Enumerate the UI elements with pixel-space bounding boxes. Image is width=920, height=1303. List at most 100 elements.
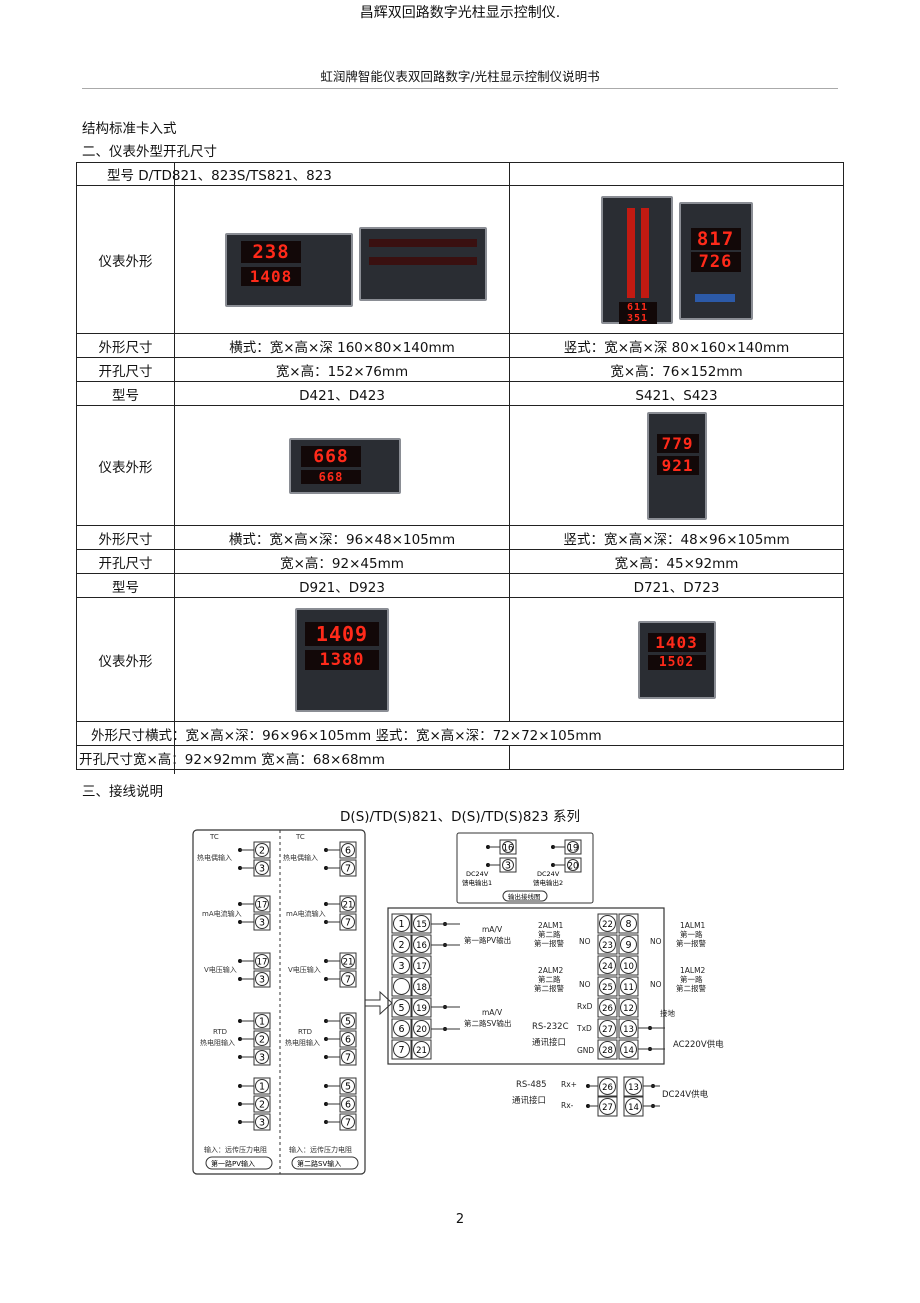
tc-pv-label-2: 热电偶输入	[197, 853, 232, 862]
meter-photo-80x160: 817 726	[678, 201, 753, 320]
rtd-sv-label-2: 热电阻输入	[285, 1038, 320, 1047]
rx-minus-label: Rx-	[561, 1101, 574, 1110]
svg-text:21: 21	[416, 1046, 427, 1056]
outer-size-vertical: 竖式：宽×高×深 80×160×140mm	[509, 333, 845, 358]
feed-output-box	[456, 832, 594, 904]
terminal-11: 11	[618, 976, 639, 997]
meter-display-lower: 921	[656, 455, 699, 475]
rx-plus-label: Rx+	[561, 1080, 577, 1089]
meter-display-lower: 668	[301, 469, 361, 484]
terminal-7: 7	[391, 1039, 412, 1060]
remote-sv-label: 输入：远传压力电阻	[289, 1145, 352, 1154]
alm2-right-a: 1ALM2	[680, 966, 706, 975]
manual-subtitle: 虹润牌智能仪表双回路数字/光柱显示控制仪说明书	[320, 69, 600, 84]
svg-text:2: 2	[259, 846, 265, 857]
svg-text:1: 1	[259, 1017, 265, 1028]
svg-text:11: 11	[623, 983, 634, 993]
svg-text:20: 20	[568, 862, 579, 872]
svg-text:19: 19	[568, 844, 579, 854]
pv-input-footer: 第一路PV输入	[211, 1159, 255, 1168]
svg-text:13: 13	[623, 1025, 634, 1035]
terminal-3: 3	[253, 970, 271, 988]
meter-photo-96x96: 1409 1380	[295, 607, 389, 712]
rtd-pv-label-2: 热电阻输入	[200, 1038, 235, 1047]
meter-display-lower: 1408	[241, 266, 301, 286]
terminal-3: 3	[253, 1048, 271, 1066]
svg-text:21: 21	[343, 901, 354, 911]
svg-text:26: 26	[602, 1004, 613, 1014]
terminal-7: 7	[339, 913, 357, 931]
appearance-label: 仪表外形	[76, 405, 175, 526]
wiring-series-title: D(S)/TD(S)821、D(S)/TD(S)823 系列	[340, 809, 580, 825]
terminal-9: 9	[618, 934, 639, 955]
svg-text:3: 3	[259, 918, 265, 929]
terminal-6: 6	[339, 1030, 357, 1048]
terminal-16: 16	[411, 934, 432, 955]
cutout-size-horizontal: 宽×高：92×45mm	[173, 549, 511, 574]
ma-pv-label: mA电流输入	[202, 909, 242, 918]
alm1-left-c: 第一报警	[534, 938, 564, 948]
terminal-21: 21	[411, 1039, 432, 1060]
terminal-23: 23	[597, 934, 618, 955]
svg-text:6: 6	[345, 1100, 351, 1111]
alm2-right-c: 第二报警	[676, 983, 706, 993]
meter-display-upper: 779	[656, 433, 699, 453]
gnd-label: GND	[577, 1046, 594, 1055]
appearance-cell-horizontal-2: 668 668	[173, 405, 511, 526]
svg-text:2: 2	[398, 940, 404, 951]
comm-port-label: 通讯接口	[532, 1037, 566, 1048]
alm2-right-b: 第一路	[680, 974, 703, 984]
alm1-left-b: 第二路	[538, 929, 561, 939]
dimensions-heading: 二、仪表外型开孔尺寸	[82, 144, 217, 160]
meter-display-lower: 1380	[305, 649, 379, 670]
model-vertical: S421、S423	[509, 381, 845, 406]
terminal-2: 2	[391, 934, 412, 955]
terminal-7: 7	[339, 1048, 357, 1066]
svg-text:3: 3	[505, 861, 511, 872]
no-contact-1: NO	[579, 937, 591, 946]
remote-pv-label: 输入：远传压力电阻	[204, 1145, 267, 1154]
svg-text:10: 10	[623, 962, 634, 972]
terminal-12: 12	[618, 997, 639, 1018]
svg-text:3: 3	[259, 1118, 265, 1129]
meter-photo-160x80: 238 1408	[225, 232, 353, 307]
meter-photo-bargraph-vertical: 611 351	[600, 195, 673, 324]
meter-display-lower: 1502	[647, 654, 706, 670]
terminal-20: 20	[411, 1018, 432, 1039]
tc-sv-label-1: TC	[295, 833, 305, 841]
terminal-	[391, 976, 412, 997]
terminal-5: 5	[339, 1077, 357, 1095]
terminal-2: 2	[253, 1030, 271, 1048]
terminal-22: 22	[597, 913, 618, 934]
appearance-label: 仪表外形	[76, 597, 175, 722]
meter-photo-48x96: 779 921	[646, 411, 707, 520]
svg-text:1: 1	[398, 919, 404, 930]
terminal-block	[387, 907, 665, 1065]
terminal-25: 25	[597, 976, 618, 997]
svg-text:3: 3	[259, 1053, 265, 1064]
terminal-20: 20	[564, 857, 582, 873]
terminal-3: 3	[253, 859, 271, 877]
svg-text:2: 2	[259, 1035, 265, 1046]
pv-out-label: 第一路PV输出	[464, 935, 511, 945]
cutout-size-vertical: 宽×高：45×92mm	[509, 549, 845, 574]
svg-text:6: 6	[345, 846, 351, 857]
document-title: 昌辉双回路数字光柱显示控制仪.	[359, 5, 561, 21]
terminal-21: 21	[339, 895, 357, 913]
tc-pv-label-1: TC	[209, 833, 219, 841]
svg-text:1: 1	[259, 1082, 265, 1093]
alm2-left-a: 2ALM2	[538, 966, 564, 975]
terminal-15: 15	[411, 913, 432, 934]
ground-label: 接地	[660, 1008, 675, 1018]
terminal-3: 3	[253, 913, 271, 931]
terminal-3: 3	[253, 1113, 271, 1131]
meter-display-upper: 817	[690, 227, 741, 250]
dc24-feed-1-a: DC24V	[466, 870, 489, 878]
terminal-10: 10	[618, 955, 639, 976]
appearance-cell-horizontal-3: 1409 1380	[173, 597, 511, 722]
appearance-label: 仪表外形	[76, 185, 175, 334]
svg-text:27: 27	[602, 1025, 613, 1035]
svg-text:24: 24	[602, 962, 613, 972]
alm1-right-b: 第一路	[680, 929, 703, 939]
